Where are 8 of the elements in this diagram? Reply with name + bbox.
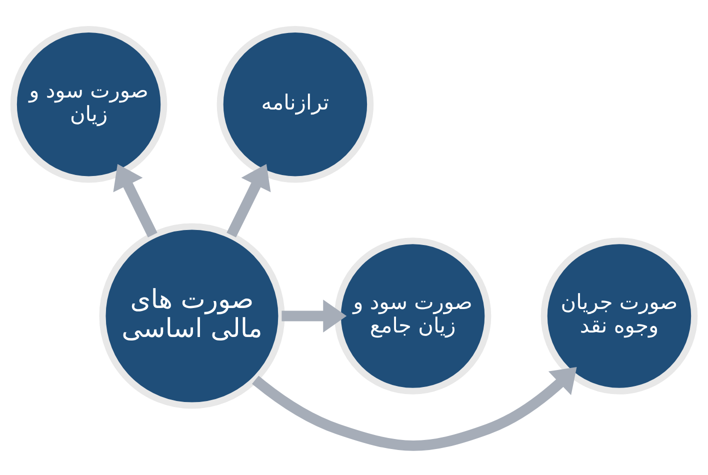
arrow (226, 164, 271, 238)
node-circle: ترازنامه (216, 26, 374, 183)
arrow (252, 367, 577, 451)
arrow (113, 164, 158, 238)
node-circle: صورت سود و زیان (10, 26, 168, 183)
node-circle: صورت سود و زیان جامع (334, 238, 492, 394)
node-circle: صورت های مالی اساسی (99, 223, 285, 409)
arrow (282, 300, 347, 332)
